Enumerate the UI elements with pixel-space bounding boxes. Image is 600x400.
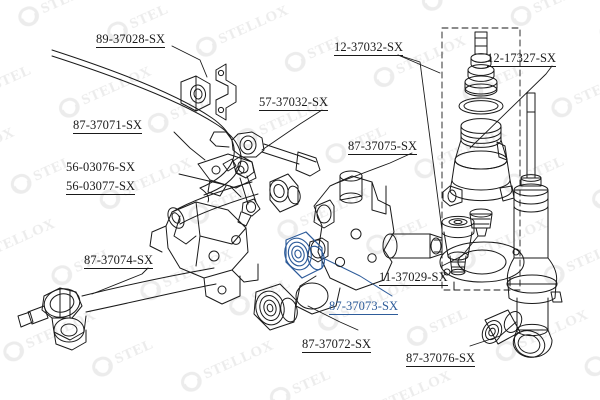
stabilizer-bushing: [180, 75, 211, 112]
label-87-37074-sx[interactable]: 87-37074-SX: [84, 253, 154, 269]
strut-lower-nut: [469, 208, 493, 237]
strut-base-plate: [439, 241, 525, 291]
strut-support-bearing: [442, 118, 515, 207]
label-87-37071-sx[interactable]: 87-37071-SX: [73, 118, 143, 134]
bushing-87-37075: [269, 173, 301, 213]
label-87-37076-sx[interactable]: 87-37076-SX: [406, 351, 476, 367]
strut-oring: [458, 97, 504, 115]
shock-absorber: [506, 92, 563, 358]
label-12-17327-sx[interactable]: 12-17327-SX: [487, 51, 557, 67]
label-12-37032-sx[interactable]: 12-37032-SX: [334, 40, 404, 56]
label-87-37075-sx[interactable]: 87-37075-SX: [348, 139, 418, 155]
label-56-03077-sx[interactable]: 56-03077-SX: [66, 179, 136, 195]
label-57-37032-sx[interactable]: 57-37032-SX: [259, 95, 329, 111]
stabilizer-bracket: [215, 63, 237, 121]
hub-spindle: [382, 233, 443, 259]
label-89-37028-sx[interactable]: 89-37028-SX: [96, 32, 166, 48]
label-56-03076-sx[interactable]: 56-03076-SX: [66, 160, 136, 174]
label-11-37029-sx[interactable]: 11-37029-SX: [379, 270, 448, 286]
rear-arm-body: [149, 201, 249, 279]
bushing-87-37072: [253, 283, 298, 331]
trailing-arm: [17, 267, 217, 351]
label-87-37072-sx[interactable]: 87-37072-SX: [302, 337, 372, 353]
label-87-37073-sx[interactable]: 87-37073-SX: [329, 299, 399, 315]
